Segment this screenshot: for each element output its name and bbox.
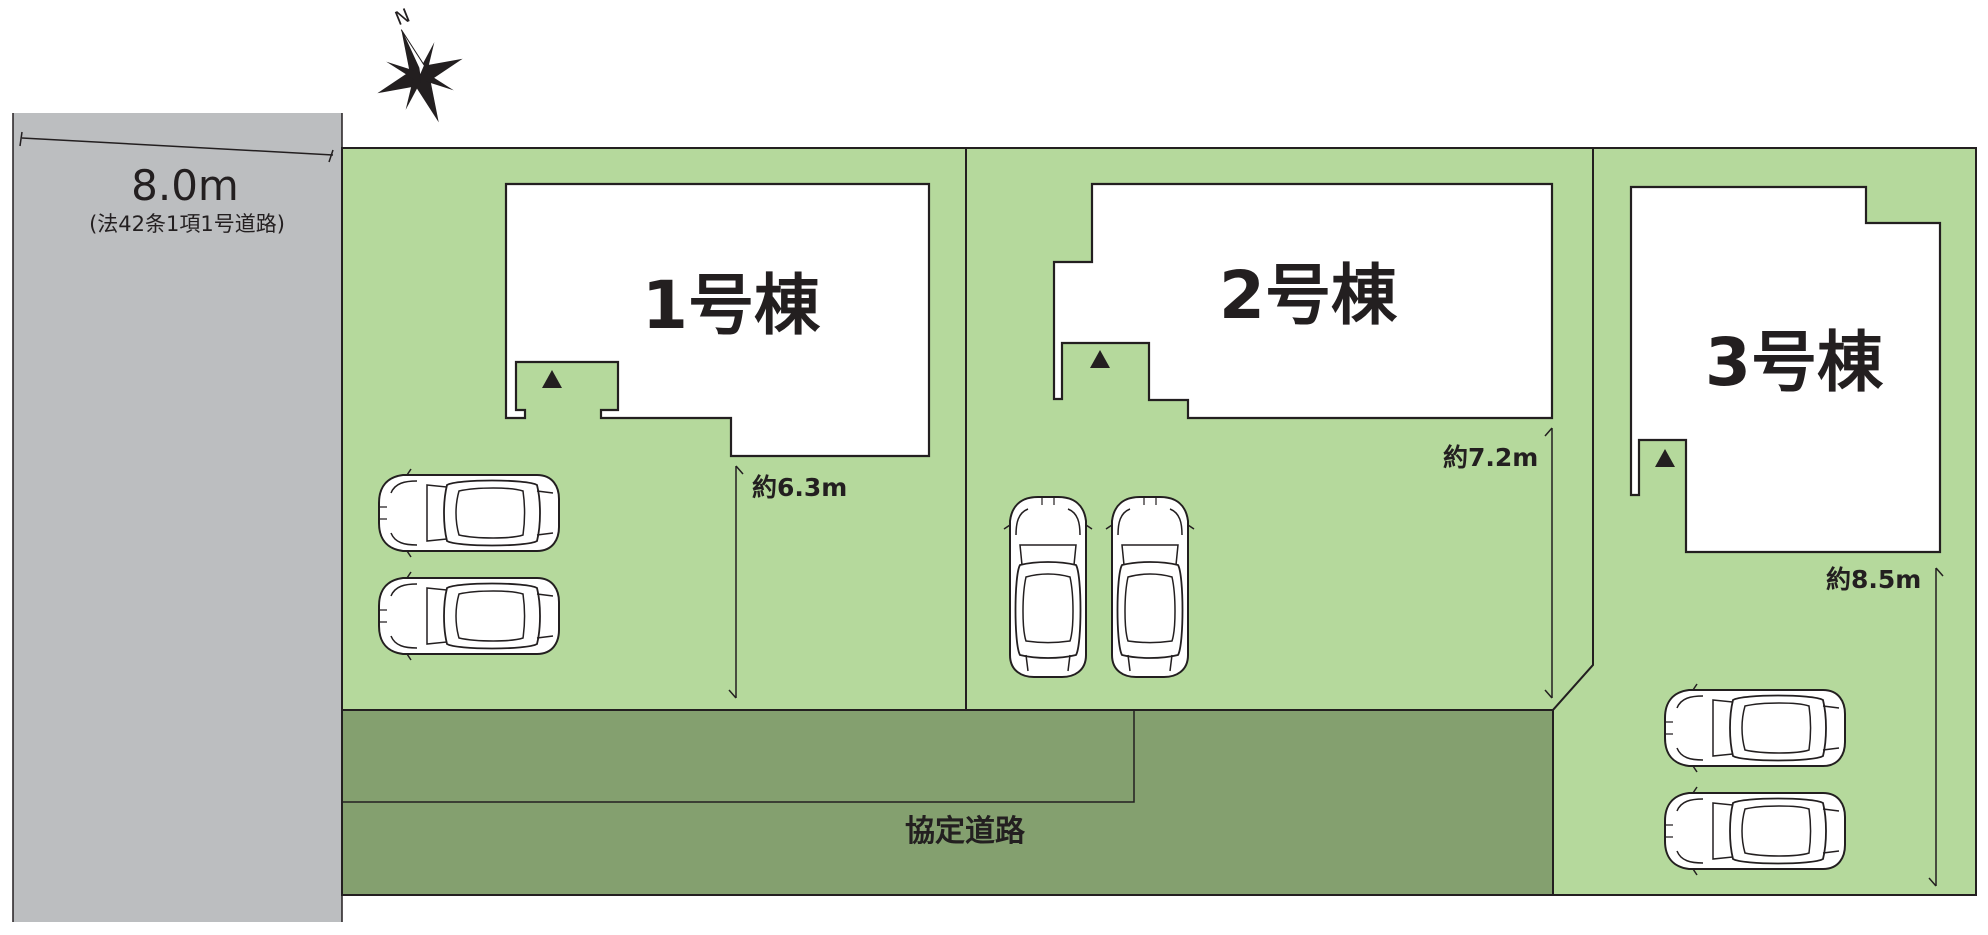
depth-dimension-3 (1928, 567, 1944, 887)
depth-label-2: 約7.2m (1443, 443, 1538, 472)
depth-dimension-1 (728, 465, 744, 699)
car-icon (1664, 786, 1846, 876)
car-icon (378, 571, 560, 661)
entrance-icon (1090, 350, 1110, 368)
public-road (13, 113, 342, 922)
car-icon (1105, 496, 1195, 678)
private-road-split (342, 710, 1135, 803)
road-width-dimension (19, 131, 334, 163)
entrance-icon (542, 370, 562, 388)
building-2-label: 2号棟 (1219, 257, 1398, 334)
building-1 (504, 182, 931, 458)
road-width-label: 8.0m (131, 161, 239, 210)
car-icon (378, 468, 560, 558)
depth-label-3: 約8.5m (1826, 565, 1921, 594)
private-road-label: 協定道路 (905, 814, 1026, 849)
road-type-note: (法42条1項1号道路) (89, 212, 285, 236)
depth-dimension-2 (1544, 427, 1553, 699)
building-1-label: 1号棟 (642, 267, 821, 344)
building-3-label: 3号棟 (1705, 324, 1884, 401)
compass-north-label: N (392, 4, 413, 30)
depth-label-1: 約6.3m (752, 473, 847, 502)
building-2 (1052, 182, 1554, 420)
car-icon (1003, 496, 1093, 678)
building-3 (1629, 185, 1942, 554)
compass-rose-icon (377, 29, 463, 123)
car-icon (1664, 683, 1846, 773)
entrance-icon (1655, 449, 1675, 467)
